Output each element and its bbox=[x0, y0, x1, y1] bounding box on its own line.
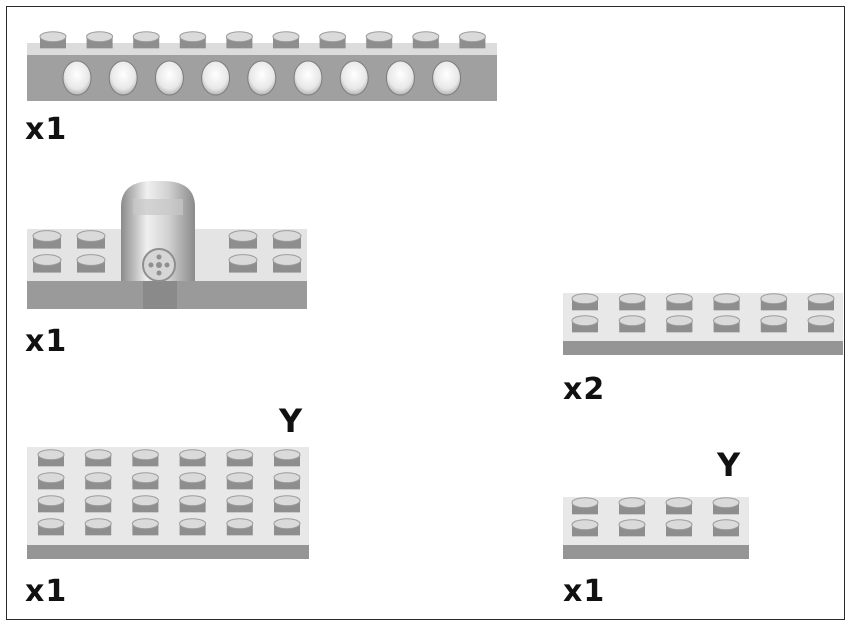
technic-brick-1x10-image bbox=[27, 31, 497, 101]
plate-2x4-image bbox=[563, 497, 749, 559]
plate-2x6-quantity: x2 bbox=[563, 372, 606, 407]
plate-2x4-color-mark: Y bbox=[717, 446, 741, 484]
bearing-plate-quantity: x1 bbox=[25, 324, 68, 359]
plate-4x6-quantity: x1 bbox=[25, 574, 68, 609]
plate-4x6-color-mark: Y bbox=[279, 402, 303, 440]
bearing-plate-image bbox=[27, 181, 307, 309]
plate-2x6-image bbox=[563, 293, 843, 355]
plate-2x4-quantity: x1 bbox=[563, 574, 606, 609]
plate-4x6-image bbox=[27, 447, 309, 559]
parts-list-panel: x1 x1 x2 Y bbox=[6, 6, 845, 620]
technic-brick-quantity: x1 bbox=[25, 112, 68, 147]
